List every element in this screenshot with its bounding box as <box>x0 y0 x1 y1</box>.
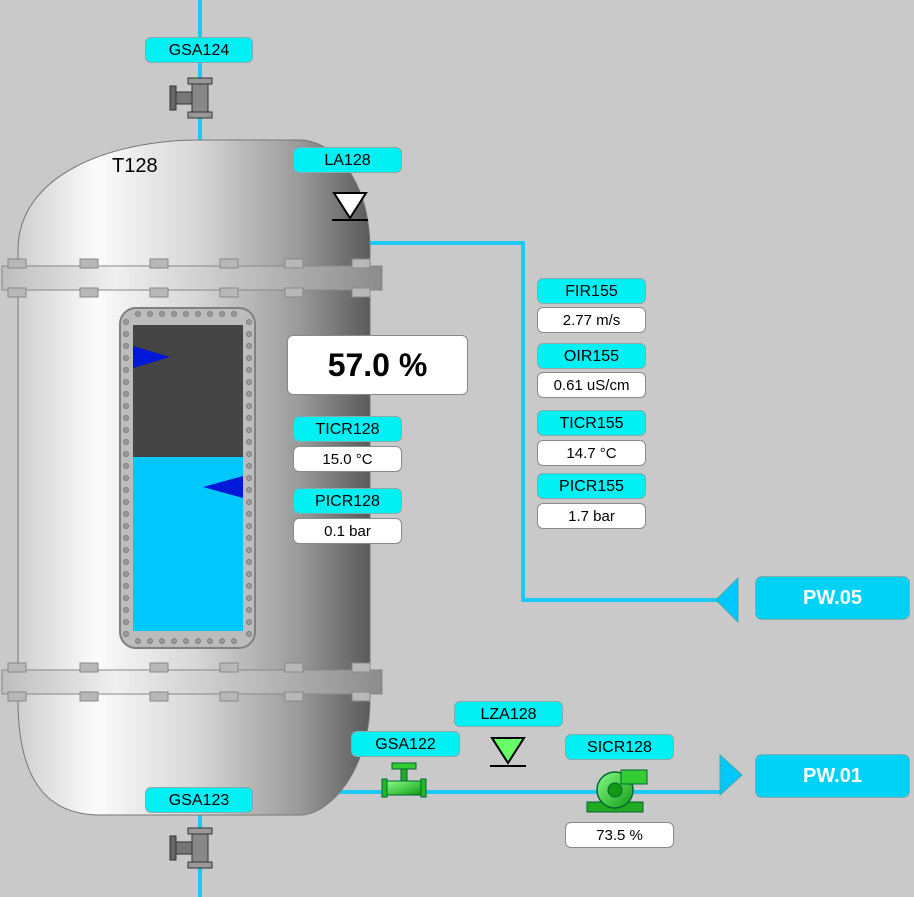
tank-name: T128 <box>112 155 158 177</box>
tag-gsa124[interactable]: GSA124 <box>145 37 253 63</box>
value-oir155: 0.61 uS/cm <box>537 372 646 398</box>
tag-sicr128[interactable]: SICR128 <box>565 734 674 760</box>
destination-pw01[interactable]: PW.01 <box>755 754 910 798</box>
tag-ticr128[interactable]: TICR128 <box>293 416 402 442</box>
sight-glass <box>119 307 256 649</box>
tag-picr155[interactable]: PICR155 <box>537 473 646 499</box>
value-ticr128: 15.0 °C <box>293 446 402 472</box>
tag-picr128[interactable]: PICR128 <box>293 488 402 514</box>
level-triangle-icon[interactable] <box>490 737 526 767</box>
value-picr128: 0.1 bar <box>293 518 402 544</box>
tag-oir155[interactable]: OIR155 <box>537 343 646 369</box>
tag-fir155[interactable]: FIR155 <box>537 278 646 304</box>
manual-valve-icon[interactable] <box>169 827 213 869</box>
upper-flange <box>1 265 383 291</box>
manual-valve-icon[interactable] <box>169 77 213 119</box>
value-sicr128: 73.5 % <box>565 822 674 848</box>
centrifugal-pump-icon[interactable] <box>586 769 648 813</box>
tag-la128[interactable]: LA128 <box>293 147 402 173</box>
pipe-inlet <box>362 241 720 602</box>
inlet-arrow-icon <box>715 576 739 624</box>
value-picr155: 1.7 bar <box>537 503 646 529</box>
level-setpoint-marker <box>203 476 243 498</box>
tag-gsa123[interactable]: GSA123 <box>145 787 253 813</box>
tag-lza128[interactable]: LZA128 <box>454 701 563 727</box>
tank-level-display[interactable]: 57.0 % <box>287 335 468 395</box>
destination-pw05[interactable]: PW.05 <box>755 576 910 620</box>
lower-flange <box>1 669 383 695</box>
motor-valve-icon[interactable] <box>381 762 427 798</box>
value-ticr155: 14.7 °C <box>537 440 646 466</box>
value-fir155: 2.77 m/s <box>537 307 646 333</box>
outlet-arrow-icon <box>719 753 743 797</box>
high-level-marker <box>133 346 170 368</box>
tag-ticr155[interactable]: TICR155 <box>537 410 646 436</box>
tag-gsa122[interactable]: GSA122 <box>351 731 460 757</box>
level-triangle-icon[interactable] <box>332 192 368 221</box>
